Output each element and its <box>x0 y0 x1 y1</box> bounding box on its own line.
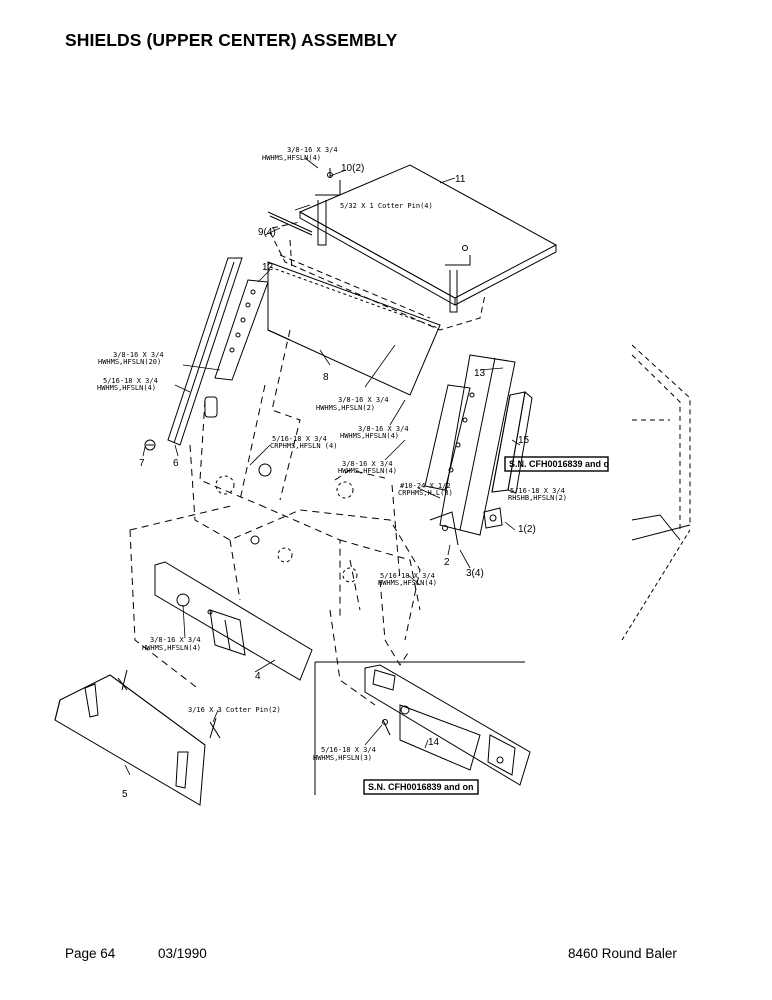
item-8: 8 <box>323 372 329 383</box>
callout-2: 5/32 X 1 Cotter Pin(4) <box>340 202 433 210</box>
item-7: 7 <box>139 458 145 469</box>
frame-holes <box>215 463 358 583</box>
item-12: 12 <box>262 262 274 273</box>
callout-7b: CRPHMS,HFSLN (4) <box>270 442 337 450</box>
callout-11b: HWHMS,HFSLN(4) <box>378 579 437 587</box>
background-machine <box>621 344 691 641</box>
callout-11: 5/16-18 X 3/4 <box>380 572 435 580</box>
bracket-3 <box>429 511 459 546</box>
callout-6b: HWHMS,HFSLN(4) <box>340 432 399 440</box>
callout-7: 5/16-18 X 3/4 <box>272 435 327 443</box>
cotter-pin-9 <box>267 211 313 236</box>
callout-9b: CRPHMS,H,L(8) <box>398 489 453 497</box>
item-2: 2 <box>444 557 450 568</box>
callout-12b: HWHMS,HFSLN(4) <box>142 644 201 652</box>
callout-8b: HWHMS,HFSLN(4) <box>338 467 397 475</box>
serial-note-upper: S.N. CFH0016839 and o <box>504 456 610 472</box>
callout-14b: HWHMS,HFSLN(3) <box>313 754 372 762</box>
callout-4: 5/16-18 X 3/4 <box>103 377 158 385</box>
callout-8: 3/8-16 X 3/4 <box>342 460 393 468</box>
item-14: 14 <box>428 737 440 748</box>
footer-page-number: Page 64 <box>65 946 116 961</box>
callout-9: #10-24 X 1/2 <box>400 482 451 490</box>
callout-3b: HWHMS,HFSLN(20) <box>98 358 161 366</box>
item-13: 13 <box>474 368 486 379</box>
item-6: 6 <box>173 458 179 469</box>
callout-14: 5/16-18 X 3/4 <box>321 746 376 754</box>
callout-4b: HWHMS,HFSLN(4) <box>97 384 156 392</box>
item-3: 3(4) <box>466 568 484 579</box>
top-shield-11 <box>298 164 558 306</box>
bracket-10 <box>315 168 471 313</box>
main-frame <box>129 329 421 706</box>
bracket-14 <box>364 664 531 786</box>
callout-5: 3/8-16 X 3/4 <box>338 396 389 404</box>
leader-lines <box>124 157 521 776</box>
item-11: 11 <box>455 174 466 185</box>
bottom-shield-4 <box>154 561 313 681</box>
footer-date: 03/1990 <box>158 946 207 961</box>
callout-12: 3/8-16 X 3/4 <box>150 636 201 644</box>
item-10: 10(2) <box>341 163 364 174</box>
callout-10b: RHSHB,HFSLN(2) <box>508 494 567 502</box>
item-5: 5 <box>122 789 128 800</box>
callout-13: 3/16 X 3 Cotter Pin(2) <box>188 706 281 714</box>
serial-note-lower: S.N. CFH0016839 and on <box>363 779 479 795</box>
shield-5 <box>54 674 221 806</box>
lower-inset-frame <box>314 661 525 795</box>
item-4: 4 <box>255 671 261 682</box>
callout-6: 3/8-16 X 3/4 <box>358 425 409 433</box>
bracket-1 <box>483 507 503 529</box>
footer-model: 8460 Round Baler <box>568 946 677 961</box>
callout-5b: HWHMS,HFSLN(2) <box>316 404 375 412</box>
callout-1: 3/8-16 X 3/4 <box>287 146 338 154</box>
right-upright-13 <box>424 354 516 536</box>
callout-10: 5/16-18 X 3/4 <box>510 487 565 495</box>
item-1: 1(2) <box>518 524 536 535</box>
serial-note-lower-text: S.N. CFH0016839 and on <box>368 782 474 792</box>
pin-5-left <box>121 669 128 691</box>
serial-note-upper-text: S.N. CFH0016839 and o <box>509 459 610 469</box>
callout-3: 3/8-16 X 3/4 <box>113 351 164 359</box>
frame-hidden-lines <box>269 221 486 331</box>
callout-1b: HWHMS,HFSLN(4) <box>262 154 321 162</box>
item-15: 15 <box>518 435 530 446</box>
item-9: 9(4) <box>258 227 276 238</box>
pin-5-right <box>209 717 217 739</box>
panel-8 <box>267 261 441 396</box>
page-title: SHIELDS (UPPER CENTER) ASSEMBLY <box>65 30 398 50</box>
